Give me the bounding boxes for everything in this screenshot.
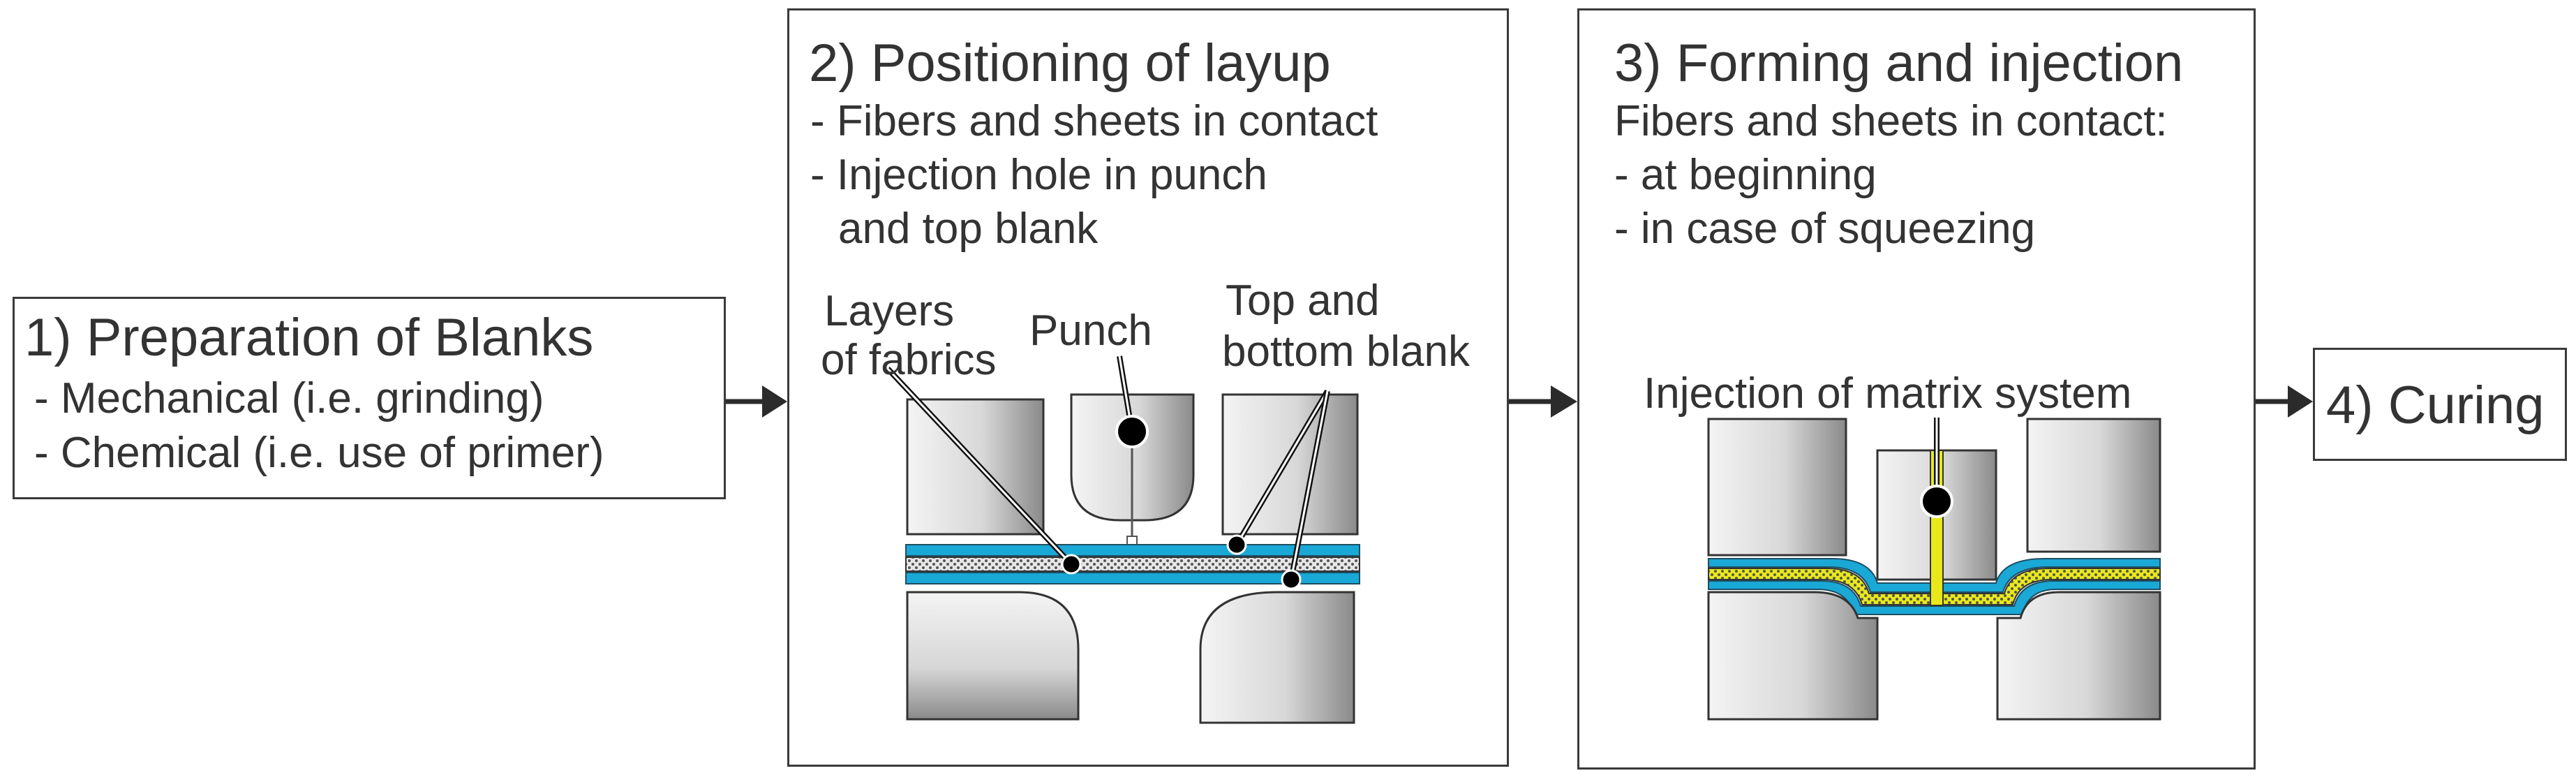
step3-title: 3) Forming and injection [1614, 34, 2184, 93]
step2-illustration [886, 355, 1360, 724]
arrow-1-2 [726, 385, 787, 418]
label-bottom-blank: bottom blank [1222, 328, 1470, 376]
arrow-3-4 [2256, 385, 2313, 418]
step1-item: - Mechanical (i.e. grinding) [34, 374, 544, 422]
step2-title: 2) Positioning of layup [809, 34, 1331, 93]
step3-box: 3) Forming and injection Fibers and shee… [1577, 8, 2256, 770]
step3-illustration [1707, 418, 2161, 721]
label-injection: Injection of matrix system [1644, 369, 2132, 418]
step4-title: 4) Curing [2326, 376, 2545, 435]
step2-item: and top blank [838, 205, 1099, 253]
step3-item: Fibers and sheets in contact: [1614, 97, 2168, 145]
label-top-and: Top and [1226, 277, 1380, 325]
label-layers: Layers [824, 287, 955, 335]
step2-box: 2) Positioning of layup - Fibers and she… [787, 8, 1509, 767]
step1-item: - Chemical (i.e. use of primer) [34, 429, 604, 477]
label-punch: Punch [1029, 307, 1152, 355]
step2-item: - Injection hole in punch [810, 151, 1267, 199]
step4-box: 4) Curing [2313, 348, 2567, 461]
label-fabrics: of fabrics [821, 336, 997, 384]
step3-item: - at beginning [1614, 151, 1877, 199]
step1-box: 1) Preparation of Blanks - Mechanical (i… [13, 297, 726, 499]
arrow-2-3 [1509, 385, 1577, 418]
step1-title: 1) Preparation of Blanks [24, 308, 594, 367]
step2-item: - Fibers and sheets in contact [810, 97, 1378, 145]
step3-item: - in case of squeezing [1614, 205, 2036, 253]
